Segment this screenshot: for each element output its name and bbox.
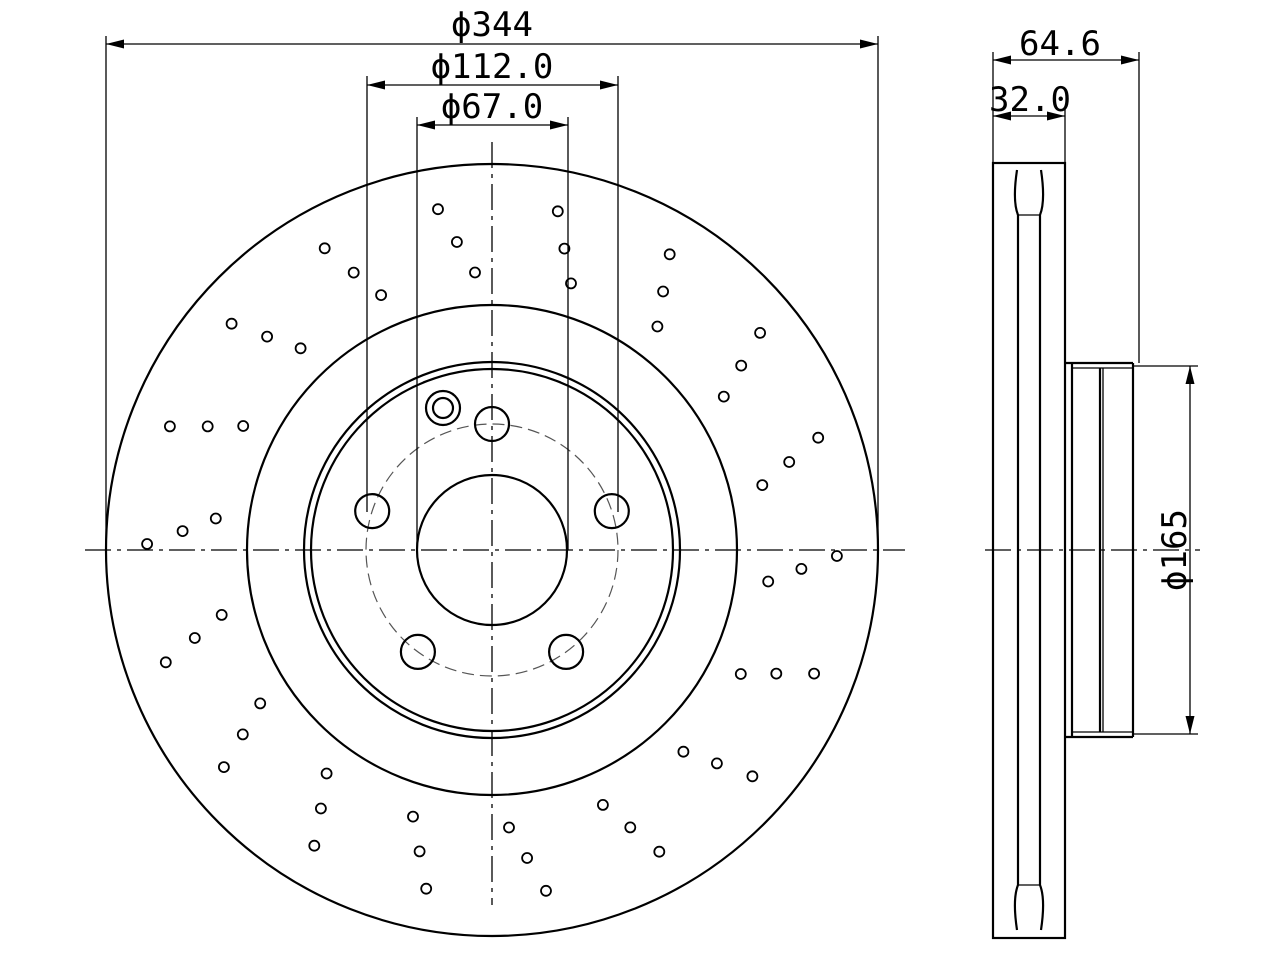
drill-hole <box>176 525 189 537</box>
drill-hole <box>551 205 564 218</box>
vane-channel-right <box>1038 169 1045 931</box>
drill-hole <box>624 821 637 834</box>
bolt-circle-line <box>365 423 619 677</box>
drill-hole <box>663 248 676 261</box>
drill-hole <box>347 266 360 279</box>
drill-hole <box>597 799 609 811</box>
drill-hole <box>812 431 825 444</box>
center-bore-dimension: ϕ67.0 <box>416 87 569 550</box>
friction-ring-inner-edge <box>245 303 739 797</box>
drill-hole <box>375 289 388 302</box>
bolt-hole <box>473 405 511 443</box>
bolt-holes <box>354 405 630 671</box>
drill-hole <box>314 802 327 815</box>
drill-hole <box>209 512 222 525</box>
drill-hole <box>163 420 176 433</box>
drill-hole <box>831 550 843 562</box>
drill-hole <box>521 852 533 864</box>
drill-hole <box>651 320 664 333</box>
drill-hole <box>215 609 228 621</box>
drill-hole <box>762 575 775 588</box>
hat-step-edge <box>309 367 675 733</box>
drill-hole <box>159 656 172 669</box>
drill-hole <box>407 810 419 823</box>
disc-outer-edge <box>104 162 880 938</box>
drill-hole <box>201 420 214 433</box>
side-view: 64.6 32.0 ϕ165 <box>985 24 1200 940</box>
drill-hole <box>783 456 796 468</box>
center-bore-label: ϕ67.0 <box>441 87 543 127</box>
bolt-hole <box>354 493 391 530</box>
drill-hole <box>717 390 730 403</box>
drill-hole <box>217 761 230 773</box>
drill-hole <box>261 330 274 343</box>
drill-hole <box>308 839 321 852</box>
drill-hole <box>558 242 571 255</box>
drill-hole <box>734 668 747 680</box>
drill-hole <box>318 242 331 255</box>
drill-hole <box>254 697 267 710</box>
front-view: ϕ344 ϕ112.0 ϕ67.0 <box>85 5 905 938</box>
bolt-hole <box>547 633 585 671</box>
drill-hole <box>237 420 250 432</box>
drill-hole <box>225 317 238 330</box>
drill-hole <box>413 845 426 858</box>
hat-side-outline <box>1065 361 1135 739</box>
drill-hole <box>657 285 669 298</box>
disc-thickness-label: 32.0 <box>989 80 1071 120</box>
locating-screw-hole-outer <box>424 389 462 427</box>
drill-hole <box>735 359 748 372</box>
bolt-hole <box>593 493 630 530</box>
drill-hole <box>294 342 307 355</box>
drill-hole <box>432 203 444 216</box>
disc-thickness-dimension: 32.0 <box>989 80 1071 163</box>
drill-hole <box>469 266 481 279</box>
total-height-label: 64.6 <box>1019 24 1101 64</box>
drill-hole <box>320 767 333 780</box>
locating-screw-hole-inner <box>431 396 455 420</box>
total-height-dimension: 64.6 <box>992 24 1140 363</box>
drill-hole <box>420 882 433 895</box>
drill-hole <box>540 884 552 897</box>
drill-hole <box>677 745 690 758</box>
drill-hole <box>808 667 820 680</box>
bolt-circle-label: ϕ112.0 <box>431 47 554 87</box>
drill-hole <box>746 770 759 783</box>
bolt-circle-dimension: ϕ112.0 <box>366 47 619 512</box>
drill-hole <box>450 236 463 248</box>
bolt-hole <box>399 633 436 671</box>
drill-hole <box>653 845 666 858</box>
hat-outer-edge <box>302 360 682 740</box>
drill-hole <box>503 821 515 834</box>
drill-hole <box>711 757 723 770</box>
cross-drilled-holes <box>141 203 843 897</box>
hat-diameter-label: ϕ165 <box>1155 509 1195 591</box>
drill-hole <box>188 632 201 644</box>
outer-diameter-dimension: ϕ344 <box>105 5 879 545</box>
hat-diameter-dimension: ϕ165 <box>1133 365 1198 735</box>
drill-hole <box>770 667 783 680</box>
drill-hole <box>754 326 766 339</box>
disc-side-outline <box>991 161 1067 940</box>
drill-hole <box>795 563 808 575</box>
drill-hole <box>236 728 249 741</box>
drill-hole <box>756 479 769 492</box>
outer-diameter-label: ϕ344 <box>451 5 533 45</box>
vane-channel <box>1013 169 1020 931</box>
drill-hole <box>141 538 154 550</box>
